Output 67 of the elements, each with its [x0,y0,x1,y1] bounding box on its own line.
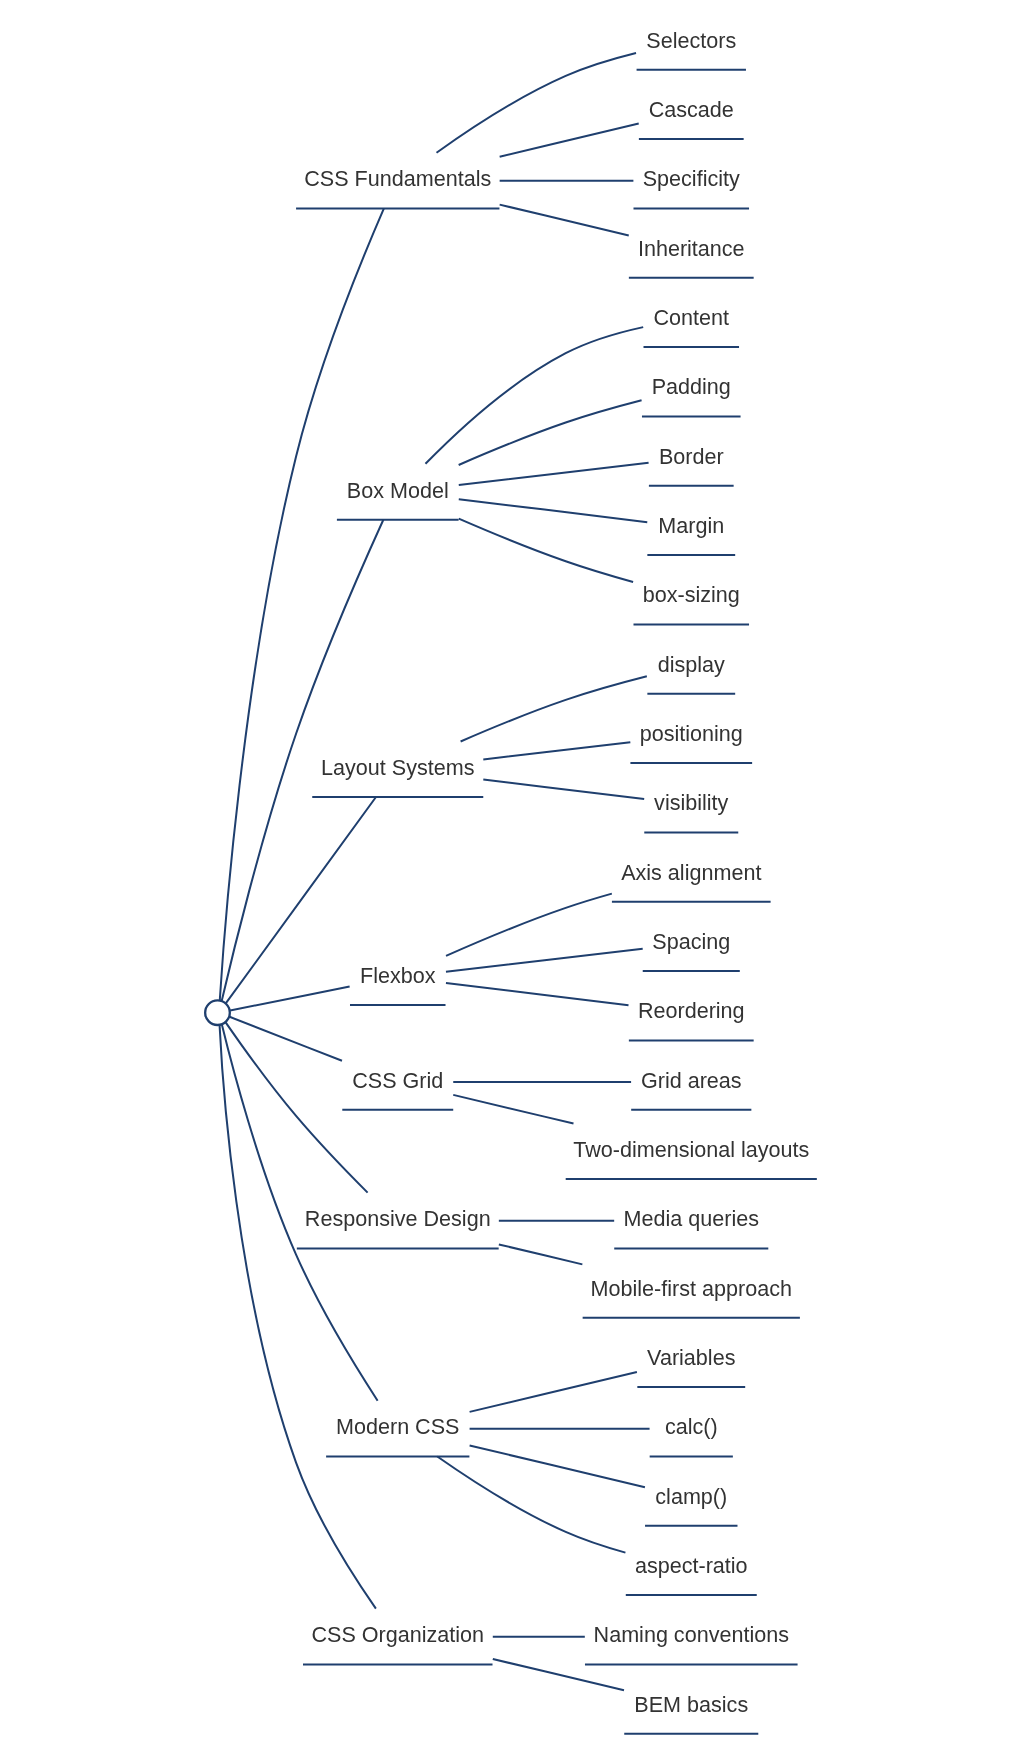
node-text: calc() [664,1414,718,1440]
node-text: Spacing [652,929,731,955]
node-text: CSS Organization [311,1622,485,1648]
connector [491,1658,625,1692]
node-text: positioning [639,721,743,747]
node-circle [204,999,231,1027]
node-text: Box Model [346,477,449,503]
node-text: Flexbox [360,962,436,988]
connector [424,326,645,465]
connector [468,1427,651,1430]
connector [445,892,613,957]
connector [218,207,385,1002]
node-text: visibility [654,790,729,816]
node-text: Grid areas [640,1067,742,1093]
node-text: aspect-ratio [634,1553,748,1579]
node-text: box-sizing [642,582,740,608]
connector [468,1370,638,1413]
connector [452,1081,633,1083]
connector [220,1023,379,1402]
node-text: Inheritance [637,235,745,261]
node-text: Two-dimensional layouts [573,1137,810,1163]
connector [444,981,630,1007]
node-text: Content [653,305,730,331]
connector [457,517,635,583]
node-text: Cascade [648,97,734,123]
connector [497,1219,616,1222]
node-text: clamp() [655,1483,728,1509]
connector [482,778,646,801]
node-text: Selectors [646,27,737,53]
node-text: Media queries [623,1206,759,1232]
node-text: Axis alignment [621,859,762,885]
connector [457,461,650,486]
node-text: Layout Systems [321,754,475,780]
connector [220,518,385,1002]
node-text: Naming conventions [593,1622,789,1648]
connector [224,796,377,1005]
connector [498,122,640,158]
node-text: Responsive Design [304,1206,491,1232]
node-text: display [657,651,725,677]
connector [491,1635,586,1638]
connector [457,498,649,524]
connector [498,203,630,237]
node-text: Modern CSS [336,1414,460,1440]
connector [435,52,638,154]
connector [228,1015,343,1062]
node-text: Mobile-first approach [590,1275,792,1301]
connector [444,947,644,973]
node-text: CSS Fundamentals [304,166,492,192]
node-text: Padding [651,374,731,400]
connector [498,179,635,182]
node-text: Border [658,443,724,469]
node-text: Specificity [642,166,740,192]
node-text: Reordering [637,998,745,1024]
connector [229,985,351,1012]
node-text: Margin [658,513,725,539]
connector [459,675,648,743]
connector [497,1243,584,1266]
connector [218,1023,377,1610]
node-text: BEM basics [634,1691,749,1717]
node-text: CSS Grid [352,1067,444,1093]
connector [482,741,632,761]
connector [224,1021,369,1194]
connector [468,1444,646,1489]
connector [452,1093,575,1125]
connector [436,1455,627,1554]
connector [457,399,643,466]
node-text: Variables [647,1345,736,1371]
